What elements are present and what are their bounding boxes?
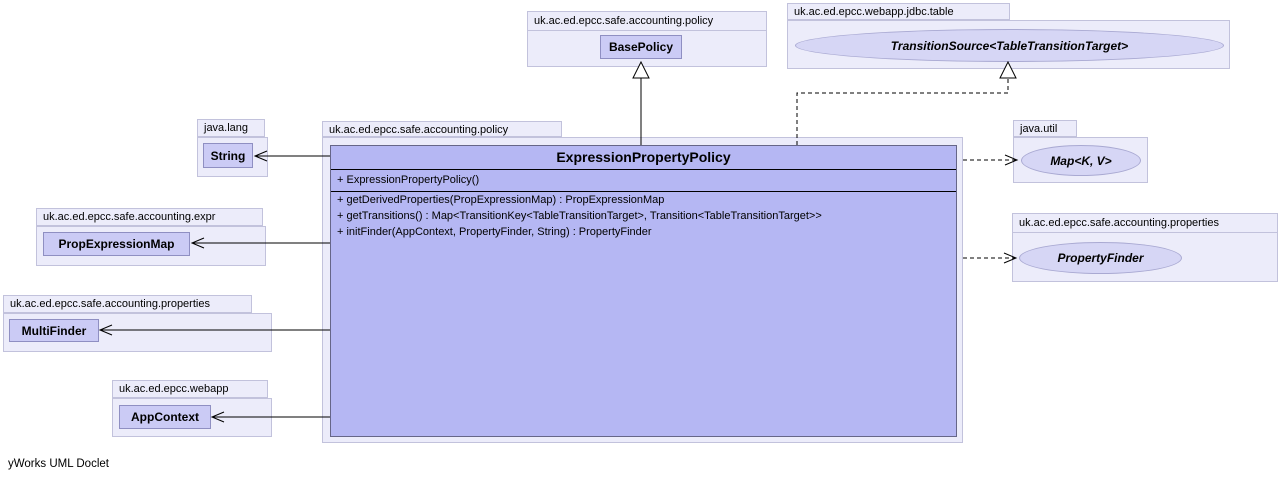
package-properties-right-name: uk.ac.ed.epcc.safe.accounting.properties bbox=[1013, 214, 1277, 233]
inheritance-arrow-basepolicy bbox=[632, 60, 650, 145]
package-webapp-body: AppContext bbox=[112, 398, 272, 437]
ywork-doclet-credit: yWorks UML Doclet bbox=[8, 458, 109, 470]
constructor-row: + ExpressionPropertyPolicy() bbox=[331, 170, 956, 192]
interface-transitionsource[interactable]: TransitionSource<TableTransitionTarget> bbox=[795, 29, 1224, 62]
dependency-arrow-map bbox=[963, 154, 1019, 166]
class-appcontext[interactable]: AppContext bbox=[119, 405, 211, 429]
package-java-util-tab: java.util bbox=[1013, 120, 1077, 137]
class-expressionpropertypolicy[interactable]: ExpressionPropertyPolicy + ExpressionPro… bbox=[330, 145, 957, 437]
class-expressionpropertypolicy-title: ExpressionPropertyPolicy bbox=[331, 146, 956, 170]
package-webapp-tab: uk.ac.ed.epcc.webapp bbox=[112, 380, 268, 398]
method-initfinder: + initFinder(AppContext, PropertyFinder,… bbox=[337, 226, 652, 238]
class-multifinder[interactable]: MultiFinder bbox=[9, 319, 99, 342]
dependency-arrow-propertyfinder bbox=[963, 252, 1018, 264]
class-string[interactable]: String bbox=[203, 143, 253, 168]
interface-map[interactable]: Map<K, V> bbox=[1021, 145, 1141, 176]
package-expr-tab: uk.ac.ed.epcc.safe.accounting.expr bbox=[36, 208, 263, 226]
package-expr-body: PropExpressionMap bbox=[36, 226, 266, 266]
package-java-util-body: Map<K, V> bbox=[1013, 137, 1148, 183]
package-jdbc-table-tab: uk.ac.ed.epcc.webapp.jdbc.table bbox=[787, 3, 1010, 20]
package-policy-top-name: uk.ac.ed.epcc.safe.accounting.policy bbox=[528, 12, 766, 31]
realization-arrow-transitionsource bbox=[796, 60, 1017, 145]
package-java-lang-body: String bbox=[197, 137, 268, 177]
package-properties-right: uk.ac.ed.epcc.safe.accounting.properties… bbox=[1012, 213, 1278, 282]
package-policy-top: uk.ac.ed.epcc.safe.accounting.policy Bas… bbox=[527, 11, 767, 67]
interface-propertyfinder[interactable]: PropertyFinder bbox=[1019, 242, 1182, 274]
class-propexpressionmap[interactable]: PropExpressionMap bbox=[43, 232, 190, 256]
package-properties-left-tab: uk.ac.ed.epcc.safe.accounting.properties bbox=[3, 295, 252, 313]
method-gettransitions: + getTransitions() : Map<TransitionKey<T… bbox=[337, 210, 822, 222]
package-jdbc-table-body: TransitionSource<TableTransitionTarget> bbox=[787, 20, 1230, 69]
package-main-tab: uk.ac.ed.epcc.safe.accounting.policy bbox=[322, 121, 562, 137]
package-properties-left-body: MultiFinder bbox=[3, 313, 272, 352]
class-basepolicy[interactable]: BasePolicy bbox=[600, 35, 682, 59]
package-java-lang-tab: java.lang bbox=[197, 119, 265, 137]
method-getderivedproperties: + getDerivedProperties(PropExpressionMap… bbox=[337, 194, 665, 206]
